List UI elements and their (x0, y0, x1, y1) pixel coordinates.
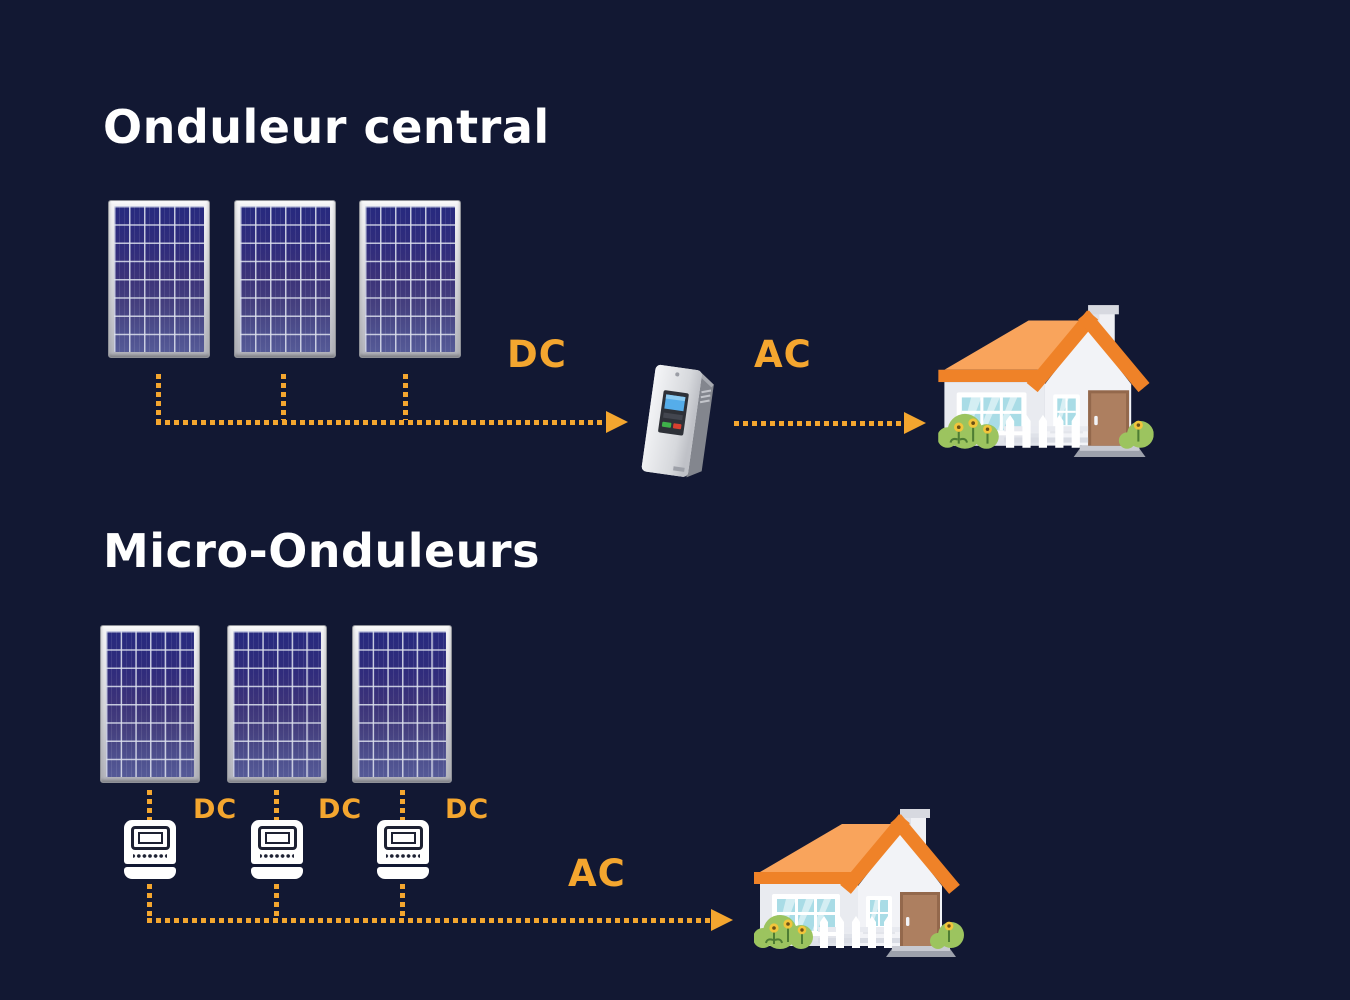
solar-cells (358, 631, 446, 777)
micro-inverter-body (377, 820, 429, 864)
house-icon (938, 302, 1154, 458)
solar-panel-icon (359, 200, 461, 358)
dc-label: DC (507, 333, 567, 376)
central-inverter-icon (630, 355, 730, 488)
micro-inverter-vents (133, 854, 167, 858)
micro-inverter-base (377, 867, 429, 879)
solar-panel-icon (352, 625, 452, 783)
arrowhead-icon (711, 909, 733, 931)
solar-cells (240, 206, 330, 352)
solar-cells (365, 206, 455, 352)
ac-label: AC (568, 852, 626, 895)
ac-flow-line (734, 421, 906, 426)
solar-cells (114, 206, 204, 352)
dc-drop-line (400, 790, 405, 820)
solar-panel-icon (227, 625, 327, 783)
micro-inverter-icon (124, 820, 176, 879)
micro-inverter-body (251, 820, 303, 864)
solar-panel-icon (234, 200, 336, 358)
house-icon (754, 806, 964, 958)
solar-panel-icon (100, 625, 200, 783)
micro-inverter-base (251, 867, 303, 879)
dc-label: DC (193, 794, 238, 825)
section-title-central-inverter: Onduleur central (103, 100, 550, 154)
ac-drop-line (147, 884, 152, 918)
ac-drop-line (400, 884, 405, 918)
dc-flow-line (156, 420, 608, 425)
micro-inverter-display (383, 826, 423, 850)
dc-drop-line (281, 374, 286, 420)
dc-drop-line (274, 790, 279, 820)
micro-inverter-icon (377, 820, 429, 879)
solar-panel-icon (108, 200, 210, 358)
solar-cells (106, 631, 194, 777)
dc-drop-line (156, 374, 161, 420)
ac-drop-line (274, 884, 279, 918)
dc-label: DC (318, 794, 363, 825)
micro-inverter-icon (251, 820, 303, 879)
dc-drop-line (147, 790, 152, 820)
arrowhead-icon (606, 411, 628, 433)
ac-label: AC (754, 333, 812, 376)
arrowhead-icon (904, 412, 926, 434)
micro-inverter-base (124, 867, 176, 879)
micro-inverter-vents (260, 854, 294, 858)
micro-inverter-body (124, 820, 176, 864)
dc-drop-line (403, 374, 408, 420)
dc-label: DC (445, 794, 490, 825)
section-title-micro-inverters: Micro-Onduleurs (103, 524, 540, 578)
micro-inverter-vents (386, 854, 420, 858)
ac-flow-line (147, 918, 713, 923)
micro-inverter-display (130, 826, 170, 850)
solar-cells (233, 631, 321, 777)
micro-inverter-display (257, 826, 297, 850)
